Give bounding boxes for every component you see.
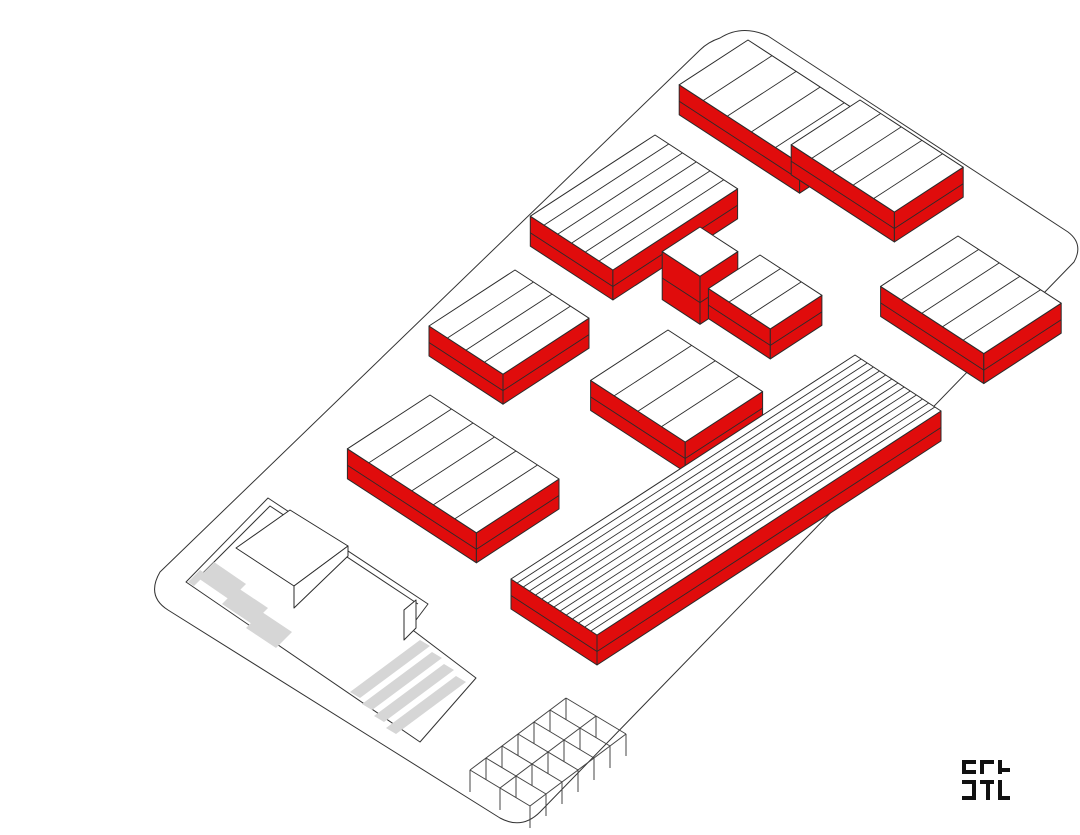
block-south-band-side <box>596 427 942 652</box>
block-south-roof-rib <box>553 382 899 608</box>
block-center-roof-rib <box>614 345 692 397</box>
block-west-roof-rib <box>411 436 495 492</box>
block-north-b-roof-rib <box>832 126 902 173</box>
block-north-b-roof <box>790 99 964 213</box>
block-center-roof-rib <box>661 375 740 427</box>
paving-strips-right <box>350 640 466 734</box>
block-northwest-band-side <box>502 334 590 392</box>
block-center-right-band-front <box>708 304 771 346</box>
block-east-roof-rib <box>942 275 1021 328</box>
block-south-roof-rib <box>529 366 874 592</box>
block-south-roof-rib <box>584 402 929 628</box>
block-cube-band-front <box>661 277 701 304</box>
block-northwest-roof-rib <box>447 281 534 339</box>
block-east-roof-rib <box>921 262 1000 314</box>
block-cube-roof <box>661 226 739 277</box>
block-upper-mid-roof-rib <box>598 179 725 262</box>
studio-logo-mark <box>962 760 1010 800</box>
courtyard-pavilion-roof <box>235 509 349 587</box>
courtyard <box>185 497 477 743</box>
block-center-right-band-side <box>770 311 823 346</box>
block-north-b-band-front <box>790 160 895 229</box>
block-south-roof-rib <box>590 406 936 632</box>
pergola-beam <box>499 715 597 789</box>
paving-strips-left <box>188 562 292 648</box>
block-north-a-roof-rib <box>727 70 797 117</box>
block-north-a-roof-rib <box>775 102 845 148</box>
block-east-band-side <box>983 319 1062 371</box>
block-south-roof-rib <box>566 390 911 616</box>
block-east-roof-rib <box>962 289 1041 341</box>
courtyard-wall <box>403 599 417 641</box>
block-northwest-roof-rib <box>465 293 553 351</box>
pergola-beam <box>529 733 627 807</box>
block-upper-mid-band-front <box>530 232 614 287</box>
block-south-roof-rib <box>523 362 868 588</box>
block-upper-mid-roof-rib <box>585 170 711 253</box>
block-south-roof-rib <box>572 394 917 620</box>
block-north-b-band-side <box>894 183 964 229</box>
block-north-a-band-front <box>678 100 800 181</box>
block-east-roof-rib <box>900 249 979 301</box>
block-south-band-front <box>510 595 598 652</box>
steel-frame-pergola <box>469 697 627 828</box>
block-south-roof-rib <box>535 370 880 596</box>
courtyard-inner-edge <box>195 505 419 605</box>
courtyard-pavilion-side <box>293 545 349 609</box>
block-south-roof-rib <box>547 378 893 604</box>
site-boundary <box>154 30 1079 824</box>
block-west-roof-rib <box>433 450 517 506</box>
block-west-band-front <box>347 464 477 550</box>
block-north-a-roof-rib <box>751 86 821 133</box>
block-center-right-roof-rib <box>749 281 802 316</box>
block-east-roof <box>880 235 1062 355</box>
block-center-roof-rib <box>637 360 716 412</box>
block-south-roof-rib <box>541 374 886 600</box>
block-west-roof-rib <box>390 422 474 478</box>
block-west-roof-rib <box>368 408 452 464</box>
block-west-band-side <box>476 495 560 550</box>
block-center-band-side <box>684 407 763 459</box>
block-north-b-roof-rib <box>852 139 923 186</box>
block-center-right-roof-rib <box>728 268 781 303</box>
block-north-a-roof-rib <box>703 55 773 101</box>
block-east-band-front <box>880 302 985 371</box>
block-northwest-band-front <box>428 342 504 392</box>
block-northwest-roof-rib <box>484 305 571 363</box>
block-west-roof-rib <box>454 464 538 520</box>
block-south-roof-rib <box>559 386 905 612</box>
block-south-roof-rib <box>516 358 862 584</box>
block-center-band-front <box>590 396 686 459</box>
pergola-beam <box>469 697 567 771</box>
block-upper-mid-roof-rib <box>543 143 670 226</box>
block-south-roof-rib <box>578 398 923 624</box>
block-upper-mid-roof-rib <box>571 161 697 244</box>
red-facade-warehouse-blocks <box>346 39 1062 666</box>
block-upper-mid-roof-rib <box>557 152 683 235</box>
block-north-b-roof-rib <box>811 113 881 159</box>
block-north-b-roof-rib <box>873 153 943 199</box>
